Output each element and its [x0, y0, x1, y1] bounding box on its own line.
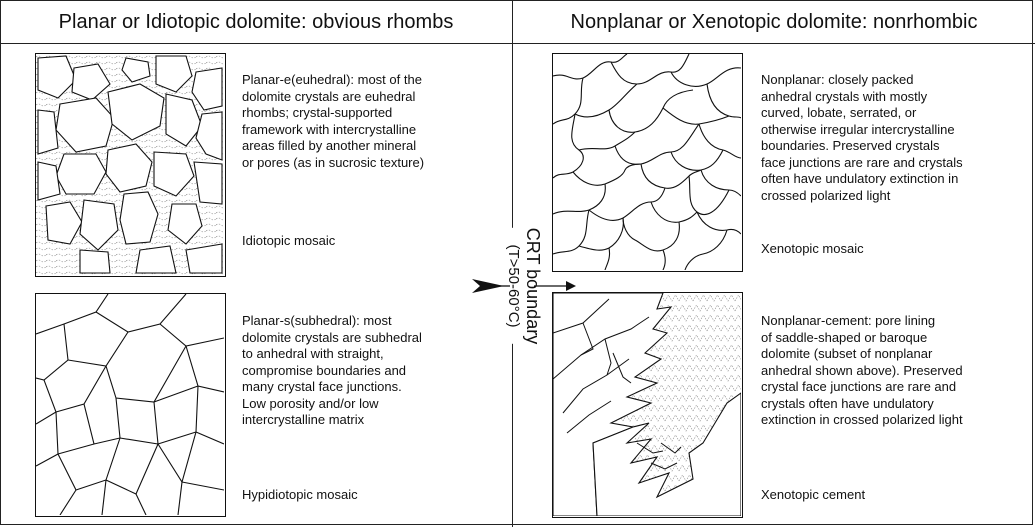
text-line: or pores (as in sucrosic texture): [242, 155, 424, 172]
header-divider: [0, 43, 1035, 44]
text-line: dolomite (subset of nonplanar: [761, 346, 963, 363]
text-line: of saddle-shaped or baroque: [761, 330, 963, 347]
text-line: Planar-s(subhedral): most: [242, 313, 422, 330]
planar-e-description: Planar-e(euhedral): most of the dolomite…: [242, 72, 424, 171]
text-line: areas filled by another mineral: [242, 138, 424, 155]
nonplanar-illustration: [552, 53, 743, 272]
text-line: otherwise irregular intercrystalline: [761, 122, 963, 139]
text-line: face junctions are rare and crystals: [761, 155, 963, 172]
planar-s-caption: Hypidiotopic mosaic: [242, 487, 358, 503]
planar-e-caption: Idiotopic mosaic: [242, 233, 335, 249]
text-line: intercrystalline matrix: [242, 412, 422, 429]
text-line: Nonplanar: closely packed: [761, 72, 963, 89]
text-line: compromise boundaries and: [242, 363, 422, 380]
text-line: crossed polarized light: [761, 188, 963, 205]
text-line: boundaries. Preserved crystals: [761, 138, 963, 155]
text-line: Nonplanar-cement: pore lining: [761, 313, 963, 330]
text-line: Planar-e(euhedral): most of the: [242, 72, 424, 89]
nonplanar-cement-description: Nonplanar-cement: pore lining of saddle-…: [761, 313, 963, 429]
text-line: extinction in crossed polarized light: [761, 412, 963, 429]
header-planar: Planar or Idiotopic dolomite: obvious rh…: [0, 4, 512, 40]
text-line: often have undulatory extinction in: [761, 171, 963, 188]
text-line: rhombs; crystal-supported: [242, 105, 424, 122]
nonplanar-description: Nonplanar: closely packed anhedral cryst…: [761, 72, 963, 204]
text-line: dolomite crystals are euhedral: [242, 89, 424, 106]
text-line: crystal face junctions are rare and: [761, 379, 963, 396]
text-line: anhedral shown above). Preserved: [761, 363, 963, 380]
nonplanar-cement-caption: Xenotopic cement: [761, 487, 865, 503]
header-nonplanar: Nonplanar or Xenotopic dolomite: nonrhom…: [513, 4, 1035, 40]
text-line: curved, lobate, serrated, or: [761, 105, 963, 122]
nonplanar-cement-illustration: [552, 292, 743, 518]
text-line: Low porosity and/or low: [242, 396, 422, 413]
planar-s-illustration: [35, 293, 226, 517]
text-line: anhedral crystals with mostly: [761, 89, 963, 106]
text-line: many crystal face junctions.: [242, 379, 422, 396]
text-line: dolomite crystals are subhedral: [242, 330, 422, 347]
text-line: framework with intercrystalline: [242, 122, 424, 139]
planar-e-illustration: [35, 53, 226, 277]
text-line: to anhedral with straight,: [242, 346, 422, 363]
planar-s-description: Planar-s(subhedral): most dolomite cryst…: [242, 313, 422, 429]
text-line: crystals often have undulatory: [761, 396, 963, 413]
nonplanar-caption: Xenotopic mosaic: [761, 241, 864, 257]
